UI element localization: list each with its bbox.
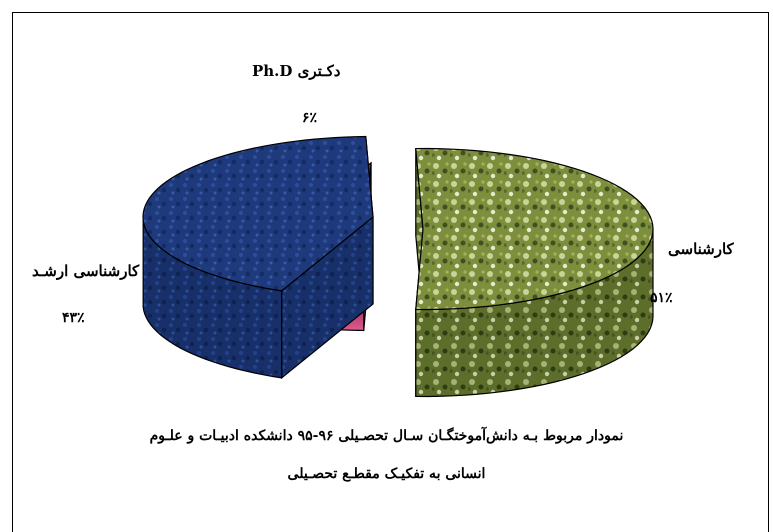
slice-label-bs: کارشناسی [668, 240, 734, 258]
caption-line-1: نمودار مربوط بـه دانش‌آموختگـان سـال تحص… [149, 428, 624, 444]
caption-line-2: انسانی به تفکیـک مقطـع تحصـیلی [287, 466, 486, 482]
pie-chart [142, 135, 654, 398]
slice-label-dr: دکـتری Ph.D [252, 62, 341, 80]
slice-bs [415, 147, 654, 398]
slice-value-ms: ۴۳٪ [62, 310, 85, 326]
slice-label-ms: کارشناسی ارشـد [32, 262, 140, 280]
slice-value-dr: ۶٪ [302, 110, 318, 126]
pie-slices [142, 135, 654, 398]
slice-value-bs: ۵۱٪ [650, 290, 673, 306]
slice-ms [142, 135, 374, 380]
